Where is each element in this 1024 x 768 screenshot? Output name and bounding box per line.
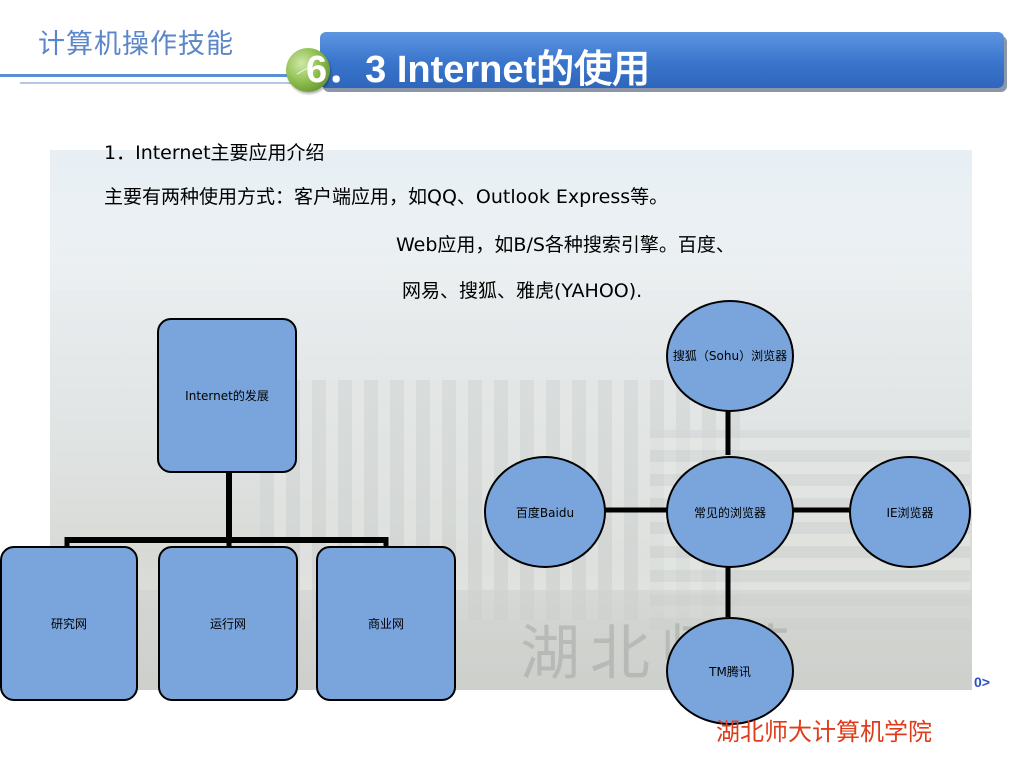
- usage-line-3: 网易、搜狐、雅虎(YAHOO).: [402, 280, 643, 302]
- header-rule: [0, 74, 296, 77]
- usage-line-2: Web应用，如B/S各种搜索引擎。百度、: [396, 234, 735, 256]
- org-child-label-1: 研究网: [50, 617, 87, 631]
- org-child-label-2: 运行网: [209, 617, 246, 631]
- org-child-node-1: 研究网: [0, 546, 138, 701]
- org-root-label: Internet的发展: [185, 389, 269, 403]
- radial-label-center: 常见的浏览器: [693, 505, 766, 520]
- page-number: 0>: [974, 674, 990, 690]
- radial-node-top: 搜狐（Sohu）浏览器: [666, 300, 794, 412]
- header-rule-secondary: [20, 82, 298, 84]
- org-child-label-3: 商业网: [367, 617, 404, 631]
- footer-institution: 湖北师大计算机学院: [716, 718, 932, 746]
- radial-label-right: IE浏览器: [886, 505, 934, 520]
- chapter-title: 6．3 Internet的使用: [306, 49, 651, 91]
- radial-node-right: IE浏览器: [849, 456, 971, 568]
- course-title: 计算机操作技能: [38, 29, 234, 60]
- section-heading: 1．Internet主要应用介绍: [104, 142, 325, 164]
- radial-label-left: 百度Baidu: [515, 505, 575, 520]
- radial-label-top: 搜狐（Sohu）浏览器: [672, 349, 788, 363]
- radial-label-bottom: TM腾讯: [709, 664, 751, 679]
- radial-node-center: 常见的浏览器: [666, 456, 794, 568]
- org-child-node-3: 商业网: [316, 546, 456, 701]
- background-sky: [50, 150, 972, 290]
- radial-node-left: 百度Baidu: [484, 456, 606, 568]
- org-root-node: Internet的发展: [157, 318, 297, 473]
- usage-line-1: 主要有两种使用方式：客户端应用，如QQ、Outlook Express等。: [104, 186, 669, 208]
- radial-node-bottom: TM腾讯: [666, 617, 794, 725]
- chapter-badge-icon: ⟶: [286, 48, 330, 92]
- org-child-node-2: 运行网: [158, 546, 298, 701]
- chapter-title-bar: [320, 32, 1004, 88]
